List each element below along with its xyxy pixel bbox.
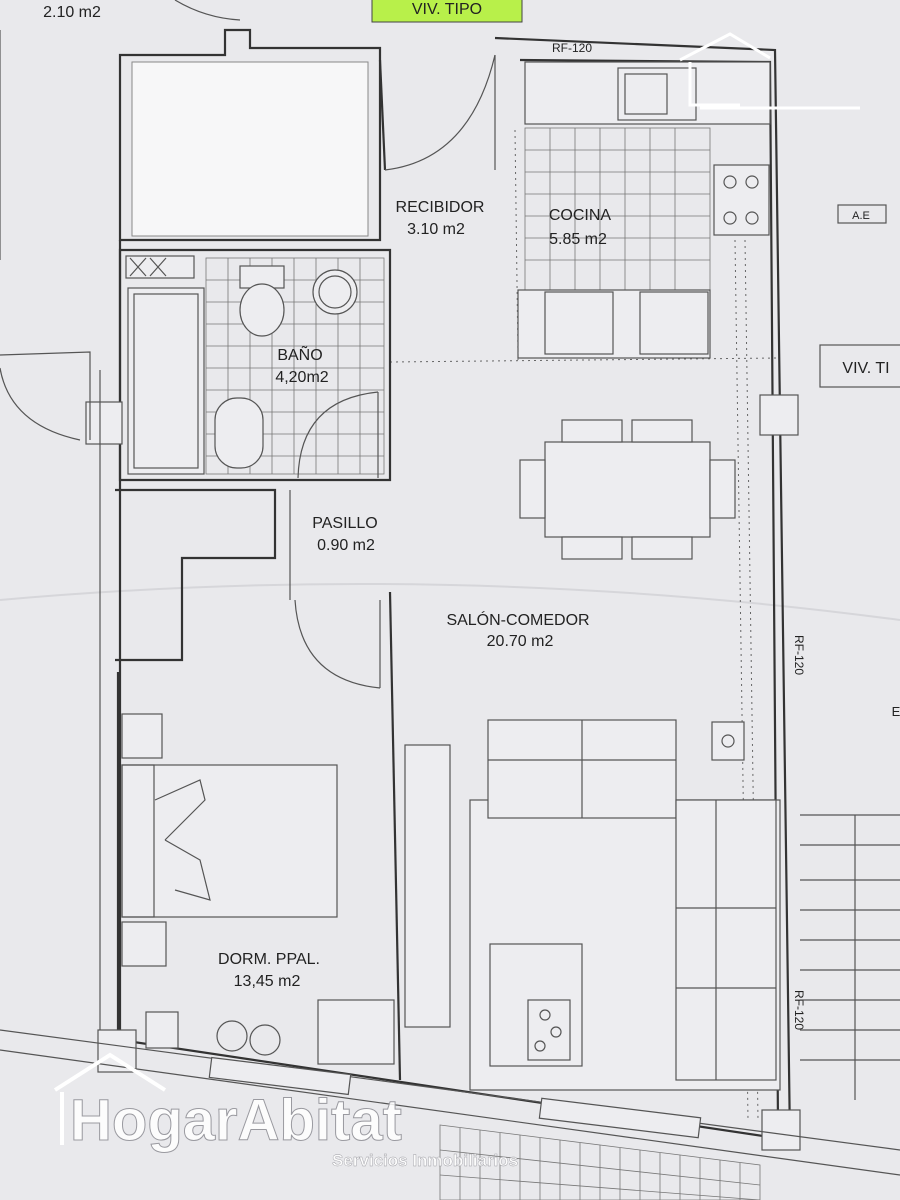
fire-rating-top: RF-120 (552, 41, 592, 55)
bathroom-door-arc (297, 391, 379, 479)
left-pillar (85, 401, 123, 445)
closet-walls (115, 488, 277, 662)
pasillo-area: 0.90 m2 (317, 537, 375, 554)
kitchen-dotted-edge (514, 129, 519, 361)
cocina-area: 5.85 m2 (549, 231, 607, 248)
sofa-right-cushions (676, 800, 776, 1080)
sofa-top-cushions (488, 720, 676, 818)
bed (121, 764, 338, 918)
washbasin-inner (318, 275, 352, 309)
window-2 (538, 1097, 702, 1139)
right-pillar (759, 394, 799, 436)
salon-name: SALÓN-COMEDOR (446, 610, 589, 629)
window-1 (208, 1056, 352, 1096)
bedroom-door-arc (294, 599, 381, 689)
recibidor-area: 3.10 m2 (407, 221, 465, 238)
shelf-cross-marks (129, 257, 167, 277)
facade-line-1 (0, 1029, 900, 1151)
watermark-tagline: Servicios Inmobiliarios (332, 1151, 518, 1170)
recibidor-name: RECIBIDOR (396, 199, 485, 216)
salon-bookshelf (404, 744, 451, 1028)
pasillo-name: PASILLO (312, 515, 378, 532)
dining-chair-3 (561, 536, 623, 560)
top-door-arc (174, 0, 241, 21)
ae-box (837, 204, 887, 224)
lamp (721, 734, 735, 748)
bottom-right-pillar (761, 1109, 801, 1151)
washbasin (312, 269, 358, 315)
bidet (214, 397, 264, 469)
dining-chair-4 (631, 536, 693, 560)
watermark-brand: HogarAbitat (70, 1088, 402, 1153)
paper-crease (0, 583, 900, 621)
bathtub-inner (133, 293, 199, 469)
burner-3 (723, 211, 737, 225)
plant-leaf-3 (534, 1040, 546, 1052)
top-unit-badge (371, 0, 523, 23)
blank-paper-patch (131, 61, 369, 237)
kitchen-appliance-1 (544, 291, 614, 355)
right-unit-box (819, 344, 900, 388)
balcony-grid (439, 1124, 761, 1200)
dining-chair-1 (561, 419, 623, 443)
plant-leaf-2 (550, 1026, 562, 1038)
dining-chair-5 (519, 459, 546, 519)
facade-line-2 (0, 1049, 900, 1176)
entry-wall (378, 59, 387, 171)
cocina-name: COCINA (549, 207, 612, 224)
coffee-table-plant (527, 999, 571, 1061)
ae-label: A.E (852, 210, 870, 222)
terrace-block (118, 28, 382, 242)
dining-table (544, 441, 711, 538)
bano-name: BAÑO (277, 344, 322, 364)
kitchen-appliance-2 (639, 291, 709, 355)
left-door-arc (0, 351, 91, 441)
entry-door-arc (384, 54, 496, 171)
plant-leaf-1 (539, 1009, 551, 1021)
dining-chair-6 (709, 459, 736, 519)
burner-1 (723, 175, 737, 189)
bathroom-tiles (205, 257, 385, 475)
burner-4 (745, 211, 759, 225)
stair-lines (800, 814, 900, 1061)
top-unit-label: VIV. TIPO (412, 1, 482, 18)
top-left-area-label: 2.10 m2 (43, 4, 101, 21)
dormitorio-area: 13,45 m2 (234, 973, 301, 990)
bedroom-stool-2 (249, 1024, 281, 1056)
nightstand-1 (121, 713, 163, 759)
house-logo-top (679, 32, 860, 110)
right-edge-letter: E (892, 704, 900, 719)
bedroom-desk (317, 999, 395, 1065)
bed-sheet-fold (154, 779, 211, 901)
bed-headboard (121, 764, 155, 918)
bedroom-stool-1 (216, 1020, 248, 1052)
kitchen-sink-basin (624, 73, 668, 115)
bano-area: 4,20m2 (275, 369, 328, 386)
fire-rating-mid: RF-120 (792, 635, 806, 675)
bath-shelf (125, 255, 195, 279)
house-logo-bottom (53, 1052, 167, 1145)
dining-chair-2 (631, 419, 693, 443)
right-unit-label: VIV. TI (842, 360, 889, 377)
burner-2 (745, 175, 759, 189)
toilet-bowl (239, 283, 285, 337)
stove (713, 164, 770, 236)
nightstand-2 (121, 921, 167, 967)
side-table (711, 721, 745, 761)
fire-rating-bottom: RF-120 (792, 990, 806, 1030)
bedroom-chair (145, 1011, 179, 1049)
sofa-right (675, 799, 777, 1081)
dormitorio-name: DORM. PPAL. (218, 951, 320, 968)
bedroom-salon-wall (388, 591, 402, 1081)
salon-area: 20.70 m2 (487, 633, 554, 650)
